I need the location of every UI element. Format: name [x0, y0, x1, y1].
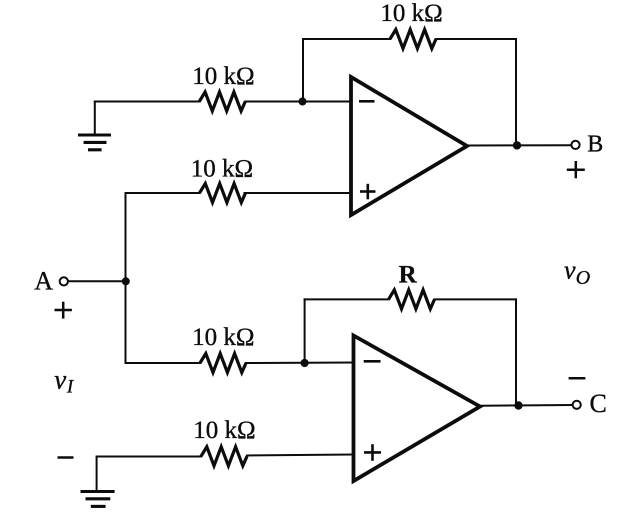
svg-text:10 kΩ: 10 kΩ: [193, 417, 255, 444]
svg-text:10 kΩ: 10 kΩ: [191, 155, 253, 182]
svg-text:10 kΩ: 10 kΩ: [380, 0, 442, 27]
svg-text:R: R: [399, 261, 418, 288]
svg-text:C: C: [590, 389, 607, 418]
svg-text:O: O: [576, 267, 590, 289]
svg-text:I: I: [66, 377, 75, 398]
svg-text:B: B: [587, 132, 603, 158]
svg-text:10 kΩ: 10 kΩ: [192, 63, 254, 90]
svg-text:A: A: [34, 267, 53, 296]
svg-text:v: v: [564, 255, 576, 284]
svg-text:10 kΩ: 10 kΩ: [192, 324, 254, 351]
svg-text:v: v: [54, 364, 66, 394]
